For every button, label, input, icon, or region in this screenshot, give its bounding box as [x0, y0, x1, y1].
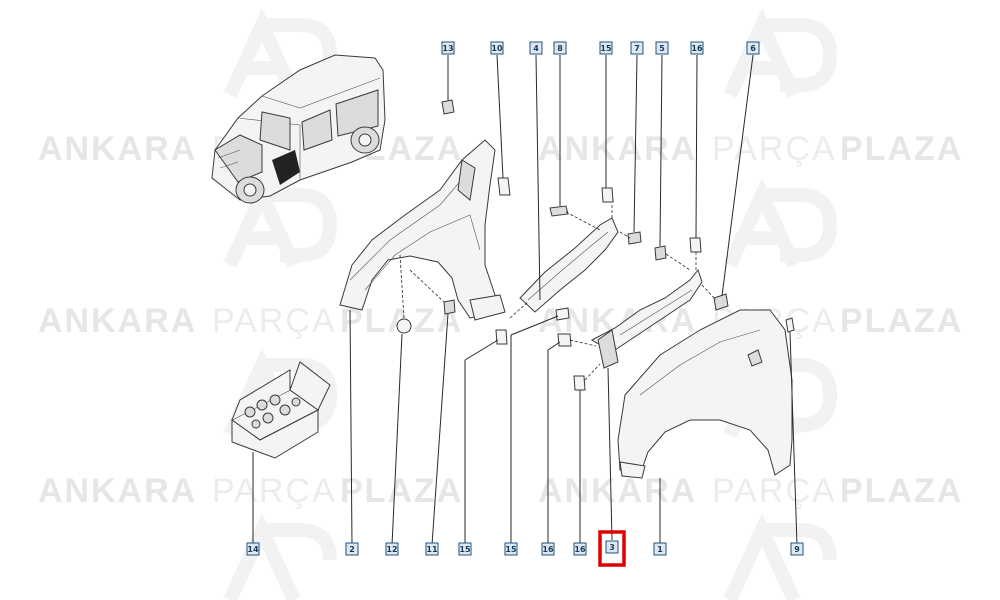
watermark-word: PARÇA — [712, 472, 837, 510]
callout-16-top[interactable]: 16 — [690, 41, 704, 55]
upper-bracket — [519, 217, 619, 313]
callout-label: 16 — [691, 44, 703, 53]
selected-part-highlight — [598, 530, 626, 567]
leader-lines — [252, 54, 798, 546]
inner-fender-liner — [339, 139, 506, 321]
callout-label: 14 — [247, 545, 259, 554]
watermark-word: ANKARA — [538, 130, 697, 168]
callout-label: 15 — [459, 545, 471, 554]
callout-15-top[interactable]: 15 — [599, 41, 613, 55]
callout-2[interactable]: 2 — [345, 542, 359, 556]
callout-label: 10 — [491, 44, 503, 53]
clip-10 — [497, 177, 511, 196]
watermark: ANKARA PARÇA PLAZA ANKARA PARÇA PLAZA AN… — [38, 8, 963, 600]
watermark-word: PARÇA — [212, 472, 337, 510]
callout-10[interactable]: 10 — [490, 41, 504, 55]
callout-label: 7 — [634, 44, 640, 53]
watermark-word: PLAZA — [840, 472, 963, 510]
watermark-word: PLAZA — [840, 302, 963, 340]
clip-15-top — [601, 187, 614, 203]
watermark-word: ANKARA — [38, 472, 197, 510]
callout-13[interactable]: 13 — [441, 41, 455, 55]
watermark-word: PARÇA — [712, 130, 837, 168]
clip-15-b — [555, 307, 570, 321]
callout-8[interactable]: 8 — [553, 41, 567, 55]
top-callouts: 13 10 4 8 15 7 5 16 6 — [441, 41, 760, 55]
fastener-kit-box — [231, 361, 331, 459]
fasteners — [396, 99, 795, 391]
watermark-word: PLAZA — [340, 472, 463, 510]
watermark-word: ANKARA — [38, 130, 197, 168]
callout-14[interactable]: 14 — [246, 542, 260, 556]
callout-4[interactable]: 4 — [529, 41, 543, 55]
watermark-word: ANKARA — [38, 302, 197, 340]
callout-label: 6 — [750, 44, 756, 53]
callout-label: 11 — [426, 545, 438, 554]
callout-label: 12 — [386, 545, 397, 554]
front-fender — [617, 309, 793, 479]
callout-15-b[interactable]: 15 — [504, 542, 518, 556]
lower-bracket — [590, 268, 703, 369]
callout-label: 4 — [533, 44, 539, 53]
callout-label: 16 — [542, 545, 554, 554]
callout-6[interactable]: 6 — [746, 41, 760, 55]
callout-label: 1 — [657, 545, 663, 554]
callout-16-a[interactable]: 16 — [541, 542, 555, 556]
screw-11 — [443, 299, 456, 315]
callout-label: 2 — [349, 545, 355, 554]
callout-16-b[interactable]: 16 — [573, 542, 587, 556]
callout-label: 16 — [574, 545, 586, 554]
bottom-callouts: 14 2 12 11 15 15 16 16 3 1 9 — [246, 540, 804, 556]
callout-11[interactable]: 11 — [425, 542, 439, 556]
callout-7[interactable]: 7 — [630, 41, 644, 55]
clip-16-top — [689, 237, 702, 253]
callout-3[interactable]: 3 — [605, 540, 619, 554]
van-illustration — [211, 54, 386, 204]
bolt-5 — [654, 245, 667, 261]
callout-label: 15 — [600, 44, 612, 53]
callout-label: 8 — [557, 44, 563, 53]
bolt-8 — [549, 205, 569, 217]
callout-15-a[interactable]: 15 — [458, 542, 472, 556]
callout-label: 15 — [505, 545, 517, 554]
clip-9 — [785, 317, 795, 333]
callout-9[interactable]: 9 — [790, 542, 804, 556]
callout-label: 3 — [609, 543, 615, 552]
callout-5[interactable]: 5 — [655, 41, 669, 55]
watermark-word: ANKARA — [538, 472, 697, 510]
watermark-word: PLAZA — [840, 130, 963, 168]
callout-label: 13 — [442, 44, 453, 53]
clip-16-b — [573, 375, 586, 391]
bolt-7 — [627, 231, 642, 245]
watermark-word: PARÇA — [212, 302, 337, 340]
callout-1[interactable]: 1 — [653, 542, 667, 556]
callout-12[interactable]: 12 — [385, 542, 399, 556]
watermark-text: ANKARA PARÇA PLAZA ANKARA PARÇA PLAZA AN… — [38, 130, 963, 510]
clip-12 — [396, 318, 412, 334]
callout-label: 9 — [794, 545, 800, 554]
clip-15-a — [495, 329, 508, 345]
clip-13 — [441, 99, 455, 115]
clip-16-a — [557, 333, 572, 347]
callout-label: 5 — [659, 44, 665, 53]
